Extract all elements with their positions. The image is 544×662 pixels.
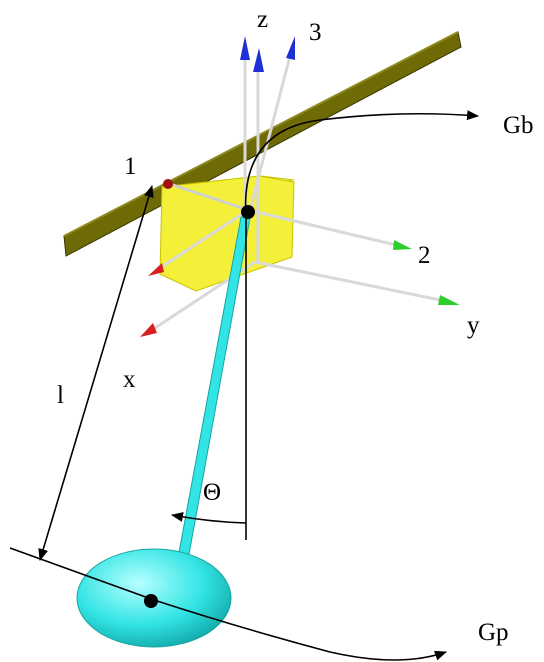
axis-1-line	[169, 182, 249, 212]
label-3: 3	[309, 19, 322, 46]
label-1: 1	[124, 153, 137, 180]
gp-curve	[9, 547, 447, 661]
axis-3-arrowhead	[286, 36, 295, 60]
axis-x-arrowhead	[140, 323, 157, 337]
label-y: y	[467, 312, 480, 339]
axis-y-line	[254, 260, 441, 302]
support-block	[159, 175, 295, 292]
label-gp: Gp	[478, 619, 509, 646]
axis-z-prime-arrowhead	[253, 48, 264, 72]
gp-point	[144, 594, 158, 608]
axis-3-line	[248, 55, 292, 211]
label-length: l	[57, 382, 64, 409]
label-gb: Gb	[503, 112, 534, 139]
gb-curve	[244, 110, 479, 218]
axis-2-arrowhead	[393, 240, 412, 250]
label-z: z	[257, 6, 268, 33]
axis-2-line	[247, 208, 397, 247]
gb-point	[241, 205, 255, 219]
axis-x-upper-line	[159, 208, 249, 270]
label-x: x	[123, 366, 136, 393]
label-theta: Θ	[203, 479, 221, 506]
theta-angle-arrow	[171, 512, 247, 524]
axis-z-arrowhead	[240, 36, 250, 60]
label-2: 2	[418, 242, 431, 269]
length-arrow	[38, 185, 154, 561]
axis-1-tip	[163, 179, 173, 189]
axis-y-arrowhead	[438, 295, 460, 305]
